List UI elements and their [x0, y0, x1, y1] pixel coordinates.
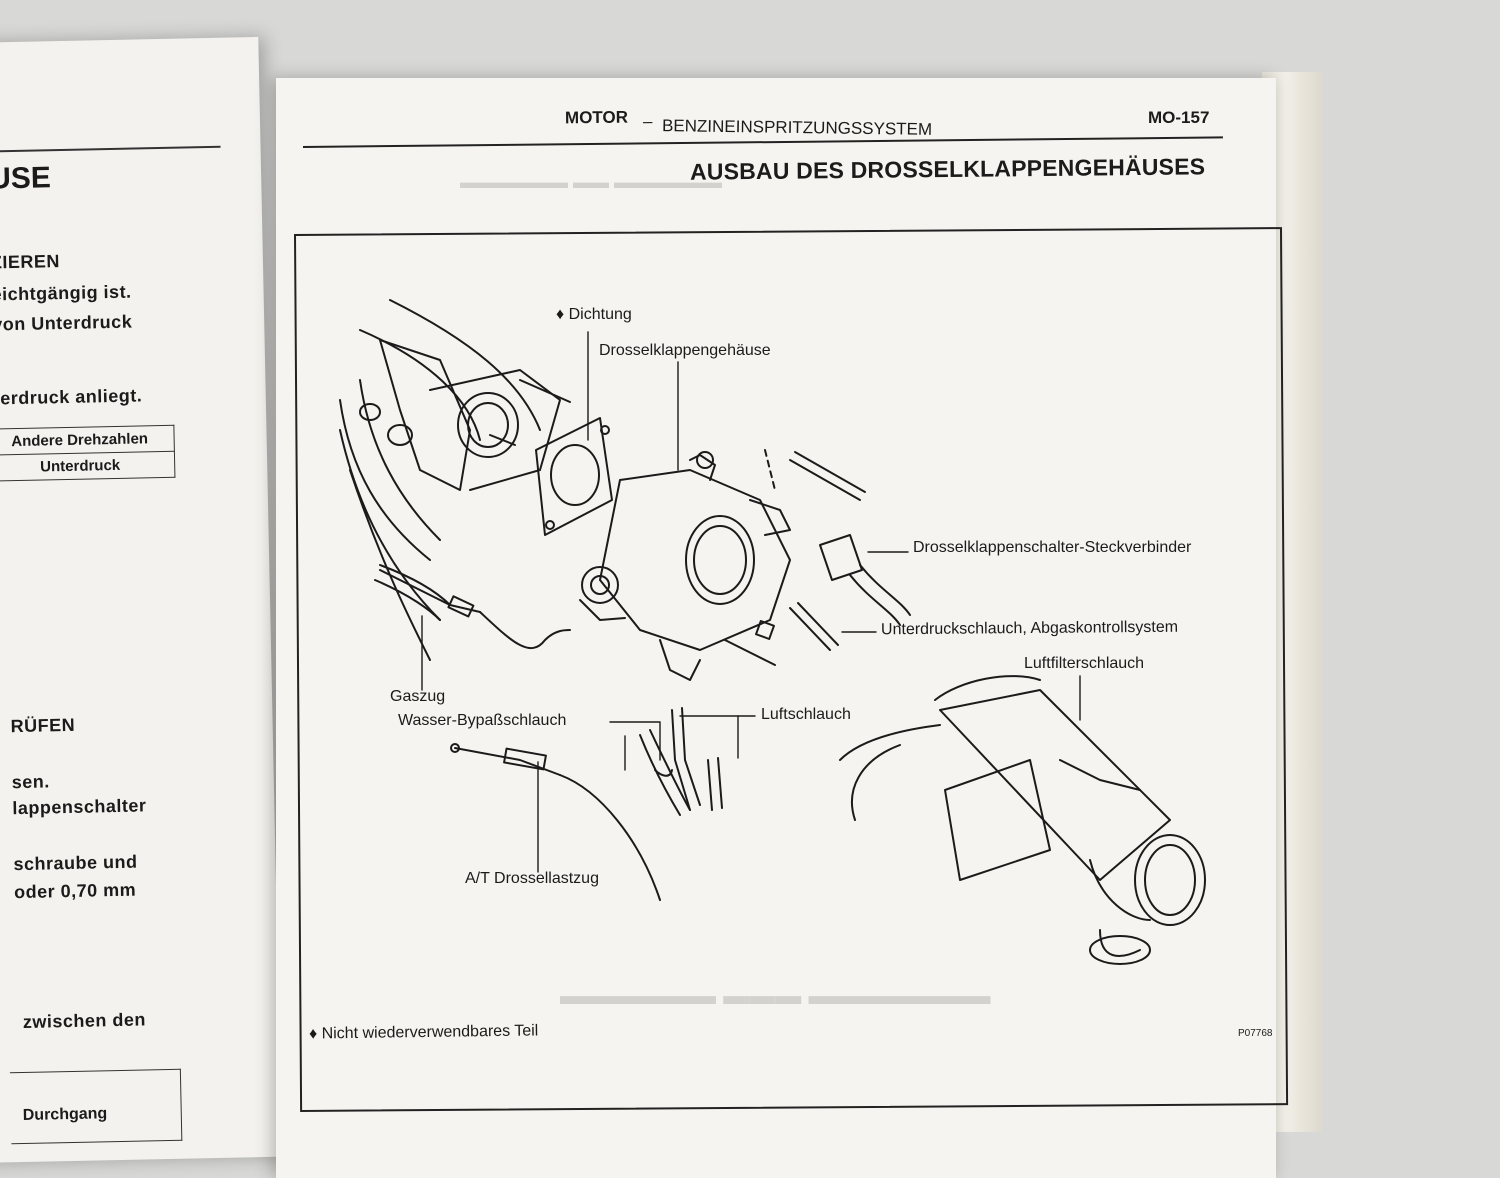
label-at-drossellastzug: A/T Drossellastzug [465, 870, 599, 887]
throttle-body-drawing [579, 451, 791, 681]
connector-drawing [819, 534, 911, 626]
top-hose-drawing [789, 459, 861, 501]
label-luftschlauch: Luftschlauch [761, 706, 851, 723]
bolt-drawing [724, 639, 776, 666]
figure-code: P07768 [1238, 1028, 1273, 1039]
vacuum-hose-drawing [789, 602, 839, 651]
label-dichtung-text: Dichtung [568, 306, 632, 323]
figure-footnote: ♦ Nicht wiederverwendbares Teil [309, 1022, 539, 1043]
nut-drawing [755, 620, 775, 640]
label-wasser-bypass: Wasser-Bypaßschlauch [398, 712, 567, 729]
label-unterdruckschlauch: Unterdruckschlauch, Abgaskontrollsystem [880, 618, 1179, 639]
throttle-body-exploded-illustration [339, 299, 1206, 965]
footnote-text: Nicht wiederverwendbares Teil [321, 1022, 539, 1043]
page-number: MO-157 [1148, 108, 1210, 127]
air-filter-hose-drawing [934, 675, 1206, 965]
label-dichtung: ♦ Dichtung [556, 306, 632, 324]
diamond-marker-icon: ♦ [308, 1025, 318, 1043]
water-bypass-hose-drawing [639, 729, 691, 816]
leader-lines [421, 331, 1081, 873]
gas-cable-drawing [379, 569, 571, 650]
gasket-drawing [535, 417, 613, 536]
label-gaszug: Gaszug [390, 688, 446, 705]
diamond-marker-icon: ♦ [556, 306, 565, 323]
label-schalter-steckverbinder: Drosselklappenschalter-Steckverbinder [913, 539, 1192, 556]
label-drosselklappengehaeuse: Drosselklappengehäuse [599, 342, 771, 359]
air-hose-drawing [671, 707, 941, 821]
photo-background: USE ZIEREN eichtgängig ist. von Unterdru… [0, 36, 1322, 1178]
label-luftfilterschlauch: Luftfilterschlauch [1024, 655, 1145, 672]
at-cable-drawing [450, 743, 661, 901]
right-page [276, 78, 1276, 1178]
